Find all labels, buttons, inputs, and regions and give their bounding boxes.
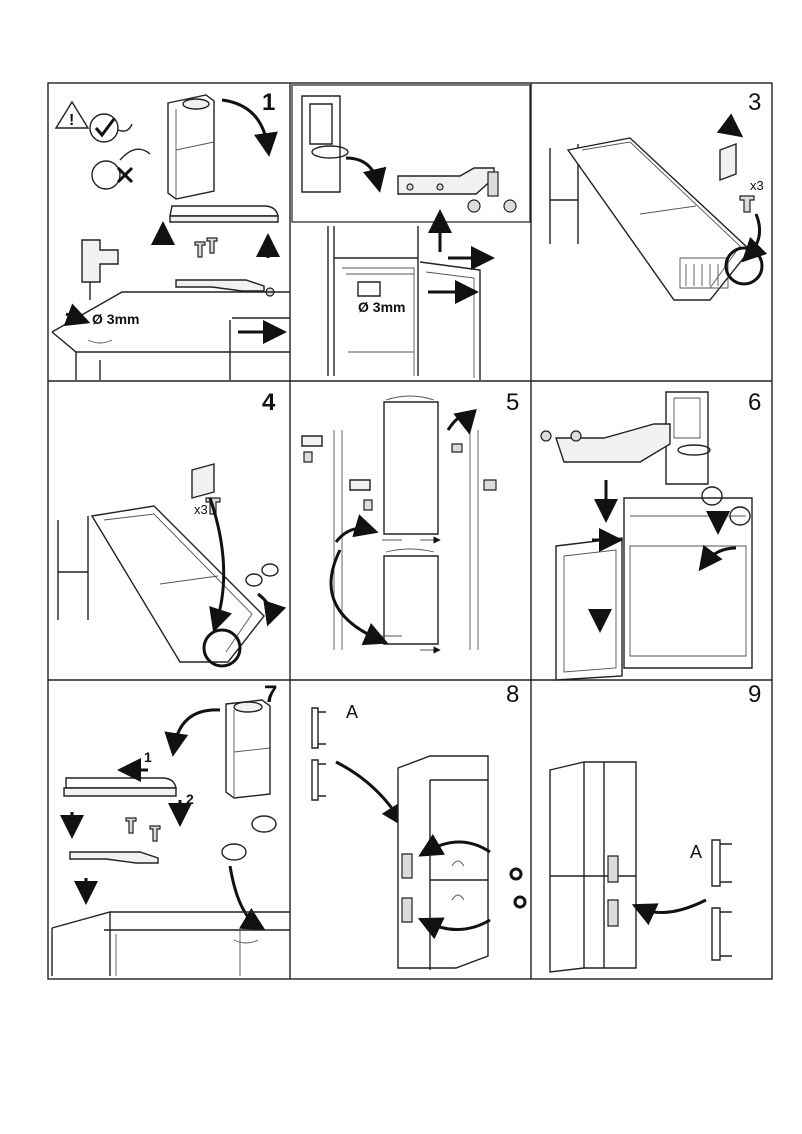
step-number: 5: [506, 389, 519, 416]
sequence-label-1: 1: [144, 749, 152, 765]
panel-step-2: 2 Ø 3mm: [291, 84, 531, 380]
step-number: 8: [506, 681, 519, 708]
handle-icon: [311, 707, 326, 801]
sequence-label-2: 2: [186, 791, 194, 807]
step-number: 6: [748, 389, 761, 416]
panel-step-6: 6: [540, 389, 761, 681]
cap-icon: [245, 563, 279, 587]
panel-step-5: 5: [301, 389, 519, 650]
fridge-illustration: [167, 94, 215, 200]
step-number: 3: [748, 89, 761, 116]
drill-size-label: Ø 3mm: [358, 299, 405, 315]
grid-frame: [47, 82, 773, 980]
step-number: 9: [748, 681, 761, 708]
panel-step-8: 8 A: [311, 681, 527, 970]
hinge-plate: [719, 142, 737, 182]
panel-step-4: 4 x3: [57, 389, 287, 668]
part-label-a: A: [690, 842, 702, 862]
fridge-illustration: [549, 761, 637, 973]
hinge-bracket: [69, 851, 159, 864]
tilt-arrow: [221, 98, 278, 157]
fridge-illustration: [397, 755, 489, 970]
quantity-label: x3: [194, 502, 208, 517]
plug-ok-icon: [89, 113, 133, 143]
fridge-top-illustration: [301, 95, 349, 193]
panel-step-1: 1 !: [51, 89, 290, 380]
quantity-label: x3: [750, 178, 764, 193]
hinge-part: [301, 435, 323, 447]
hinge-plate: [191, 463, 215, 499]
hinge-cover: [65, 777, 177, 789]
hinge-part: [555, 423, 671, 463]
step-number: 1: [262, 89, 275, 116]
panel-step-9: 9 A: [549, 681, 761, 973]
screw-icon: [739, 195, 755, 213]
panel-step-3: 3 x3: [549, 89, 768, 301]
door-top: [383, 401, 439, 535]
hinge-cover: [169, 205, 279, 223]
door-bottom: [383, 555, 439, 645]
handle-icon: [711, 839, 732, 961]
part-label-a: A: [346, 702, 358, 722]
panel-step-7: 7 1 2: [51, 681, 290, 976]
cap-icon: [251, 815, 277, 833]
fridge-top-illustration: [665, 391, 711, 485]
screw-icon: [194, 237, 218, 258]
step-number: 7: [264, 681, 277, 708]
svg-text:!: !: [69, 112, 74, 129]
step-number: 4: [262, 389, 276, 416]
cap-icon: [701, 486, 723, 506]
plug-not-ok-icon: [91, 148, 151, 190]
fridge-illustration: [225, 699, 271, 799]
drill-size-label: Ø 3mm: [92, 311, 139, 327]
screw-icon: [125, 817, 137, 834]
drill-icon: [81, 239, 119, 300]
hinge-bracket: [175, 279, 265, 292]
warning-icon: !: [54, 100, 90, 129]
